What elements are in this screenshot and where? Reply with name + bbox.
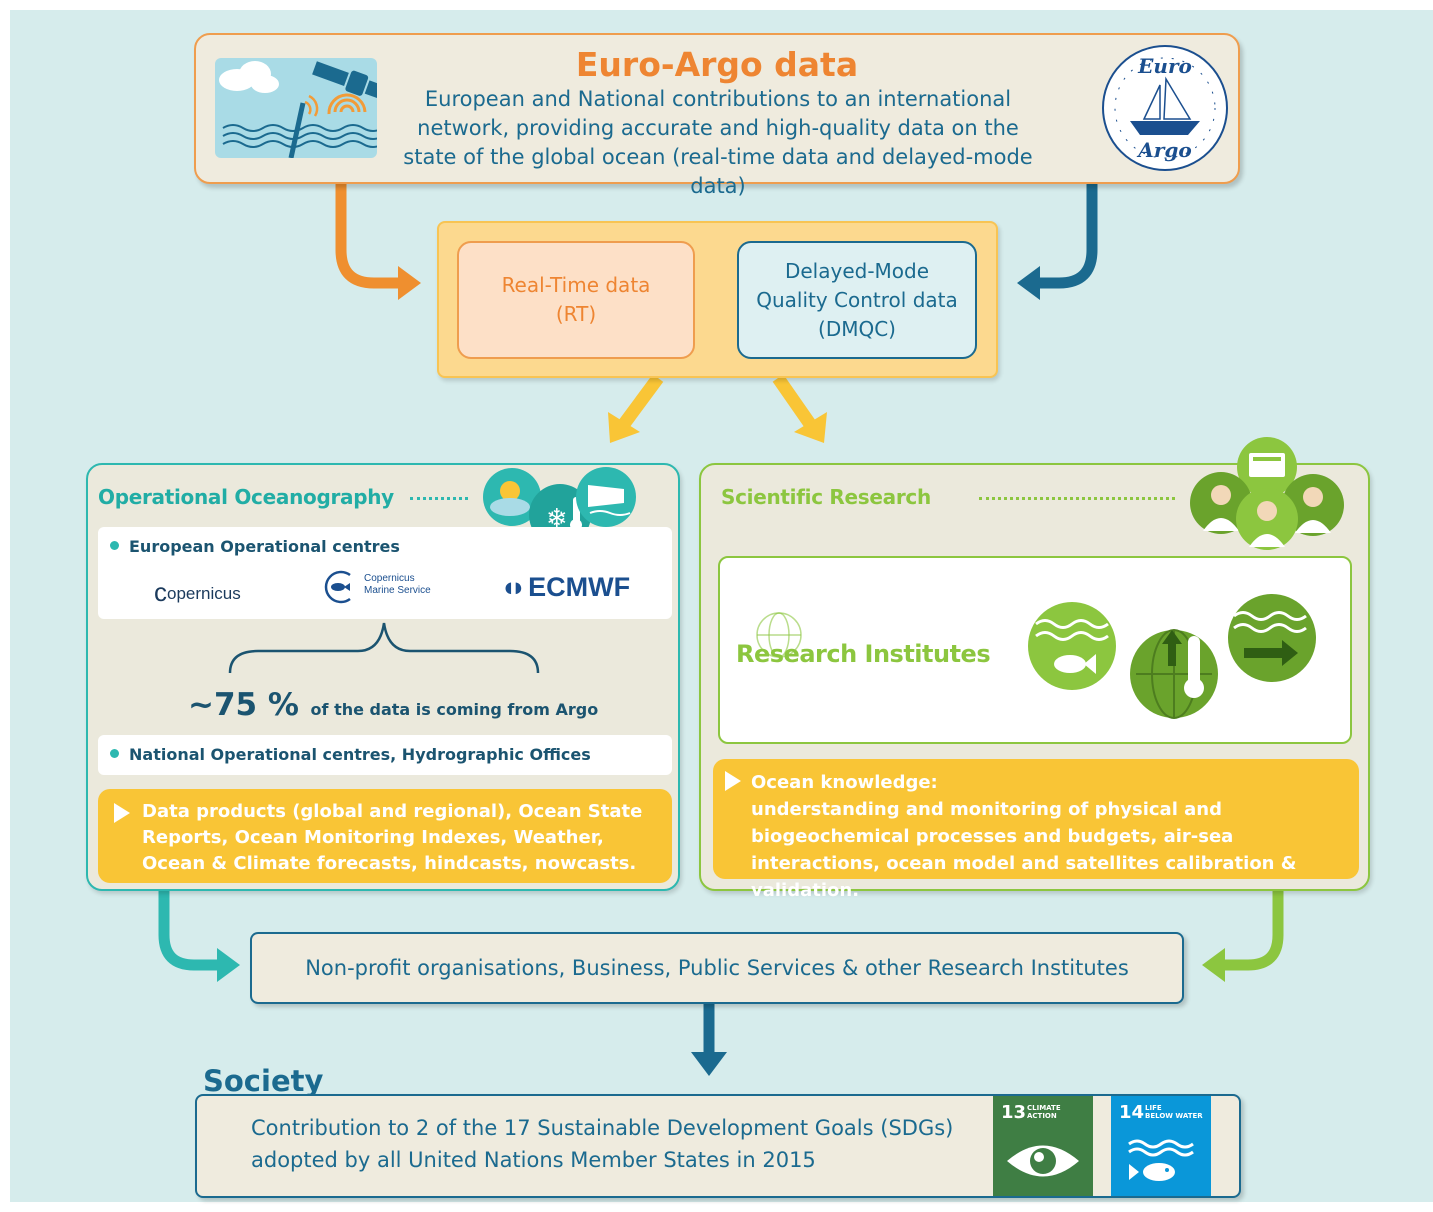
research-institutes-label: Research Institutes: [736, 640, 991, 668]
eye-globe-icon: [1007, 1145, 1079, 1177]
arrow-to-research-head: [794, 412, 827, 443]
operational-oceanography-panel: Operational Oceanography ❄ European Oper…: [86, 463, 680, 891]
percentage-value: ~75 %: [188, 687, 299, 723]
ecmwf-symbol: ◖◗: [500, 572, 527, 602]
dmqc-abbrev: (DMQC): [818, 316, 896, 341]
ocean-knowledge-text: understanding and monitoring of physical…: [751, 799, 1297, 901]
wave-arrow-icon: [1228, 594, 1316, 682]
cmems-line1: Copernicus: [364, 573, 415, 584]
ocean-knowledge-title: Ocean knowledge:: [751, 772, 938, 793]
scientific-research-panel: Scientific Research Research Institutes: [699, 437, 1370, 901]
arrow-to-operational-head: [608, 412, 640, 443]
page-title: Euro-Argo data: [575, 45, 859, 84]
national-centres-label: National Operational centres, Hydrograph…: [110, 745, 591, 764]
play-arrow-icon: [725, 771, 741, 791]
sdg14-number: 14: [1119, 1102, 1145, 1123]
research-institutes-box: Research Institutes: [718, 556, 1352, 744]
arrow-to-research: [772, 374, 816, 428]
wave-fish-icon: [1128, 1139, 1194, 1181]
copernicus-text: opernicus: [167, 584, 241, 603]
data-products-text: Data products (global and regional), Oce…: [142, 801, 643, 874]
arrow-header-to-rt-head: [398, 266, 421, 300]
percentage-text: of the data is coming from Argo: [310, 700, 599, 719]
ocean-knowledge-box: Ocean knowledge: understanding and monit…: [713, 759, 1359, 901]
dotted-line: [410, 497, 468, 500]
partners-text: Non-profit organisations, Business, Publ…: [305, 956, 1129, 980]
rt-abbrev: (RT): [555, 302, 597, 326]
arrow-research-to-partners-head: [1202, 948, 1225, 982]
header-description: European and National contributions to a…: [403, 87, 1033, 198]
dotted-line: [979, 497, 1175, 500]
arrow-operational-to-partners-head: [217, 948, 240, 982]
argo-percentage: ~75 % of the data is coming from Argo: [188, 687, 598, 723]
copernicus-logo: copernicus: [154, 575, 241, 607]
copernicus-c: c: [154, 577, 167, 607]
arrow-research-to-partners: [1222, 888, 1284, 971]
cmems-icon: [324, 570, 351, 604]
play-arrow-icon: [114, 803, 130, 823]
arrow-partners-to-society-head: [691, 1052, 727, 1076]
society-text: Contribution to 2 of the 17 Sustainable …: [251, 1116, 954, 1172]
society-box: Contribution to 2 of the 17 Sustainable …: [195, 1094, 1241, 1198]
data-types-box: Real-Time data (RT) Delayed-Mode Quality…: [437, 221, 998, 378]
sdg13-climate-action-badge: 13 CLIMATE ACTION: [993, 1096, 1093, 1196]
ecmwf-text: ECMWF: [528, 572, 631, 602]
satellite-float-illustration: [215, 58, 377, 158]
dmqc-label-2: Quality Control data: [756, 287, 958, 312]
cmems-line2: Marine Service: [364, 585, 431, 596]
fish-icon: [1028, 602, 1116, 690]
national-centres-box: National Operational centres, Hydrograph…: [98, 735, 672, 775]
dmqc-label-1: Delayed-Mode: [784, 258, 930, 283]
logo-text-top: Euro: [1137, 54, 1192, 78]
sdg13-number: 13: [1001, 1102, 1027, 1123]
svg-text:❄: ❄: [546, 504, 568, 534]
arrow-header-to-rt: [335, 180, 402, 289]
sdg14-label2: BELOW WATER: [1145, 1112, 1203, 1120]
satellite-icon: [219, 61, 377, 158]
sdg14-life-below-water-badge: 14 LIFE BELOW WATER: [1111, 1096, 1211, 1196]
researchers-icon: [1190, 437, 1344, 550]
operational-title: Operational Oceanography: [98, 485, 394, 509]
arrow-operational-to-partners: [158, 888, 220, 971]
euro-argo-logo: Euro Argo: [1102, 45, 1228, 171]
partners-box: Non-profit organisations, Business, Publ…: [250, 932, 1184, 1004]
arrow-header-to-dmqc-head: [1017, 266, 1040, 300]
ecmwf-logo: ◖◗ ECMWF: [500, 572, 630, 603]
globe-icon: [756, 612, 802, 658]
arrow-header-to-dmqc: [1036, 180, 1098, 289]
data-products-box: Data products (global and regional), Oce…: [98, 789, 672, 883]
rt-label: Real-Time data: [501, 273, 651, 297]
sdg13-label2: ACTION: [1027, 1112, 1057, 1120]
society-title: Society: [203, 1064, 324, 1098]
logo-text-bottom: Argo: [1136, 138, 1191, 162]
curly-brace: [228, 622, 540, 674]
arrow-to-operational: [618, 374, 664, 428]
sdg13-label1: CLIMATE: [1027, 1104, 1061, 1112]
european-centres-label: European Operational centres: [110, 537, 400, 556]
sdg14-label1: LIFE: [1145, 1104, 1162, 1112]
dmqc-data-box: Delayed-Mode Quality Control data (DMQC): [737, 241, 977, 359]
scientific-title: Scientific Research: [721, 485, 931, 509]
real-time-data-box: Real-Time data (RT): [457, 241, 695, 359]
research-topic-icons: [1028, 594, 1316, 719]
euro-argo-data-box: Euro-Argo data European and National con…: [194, 33, 1240, 198]
european-centres-box: European Operational centres copernicus …: [98, 527, 672, 619]
